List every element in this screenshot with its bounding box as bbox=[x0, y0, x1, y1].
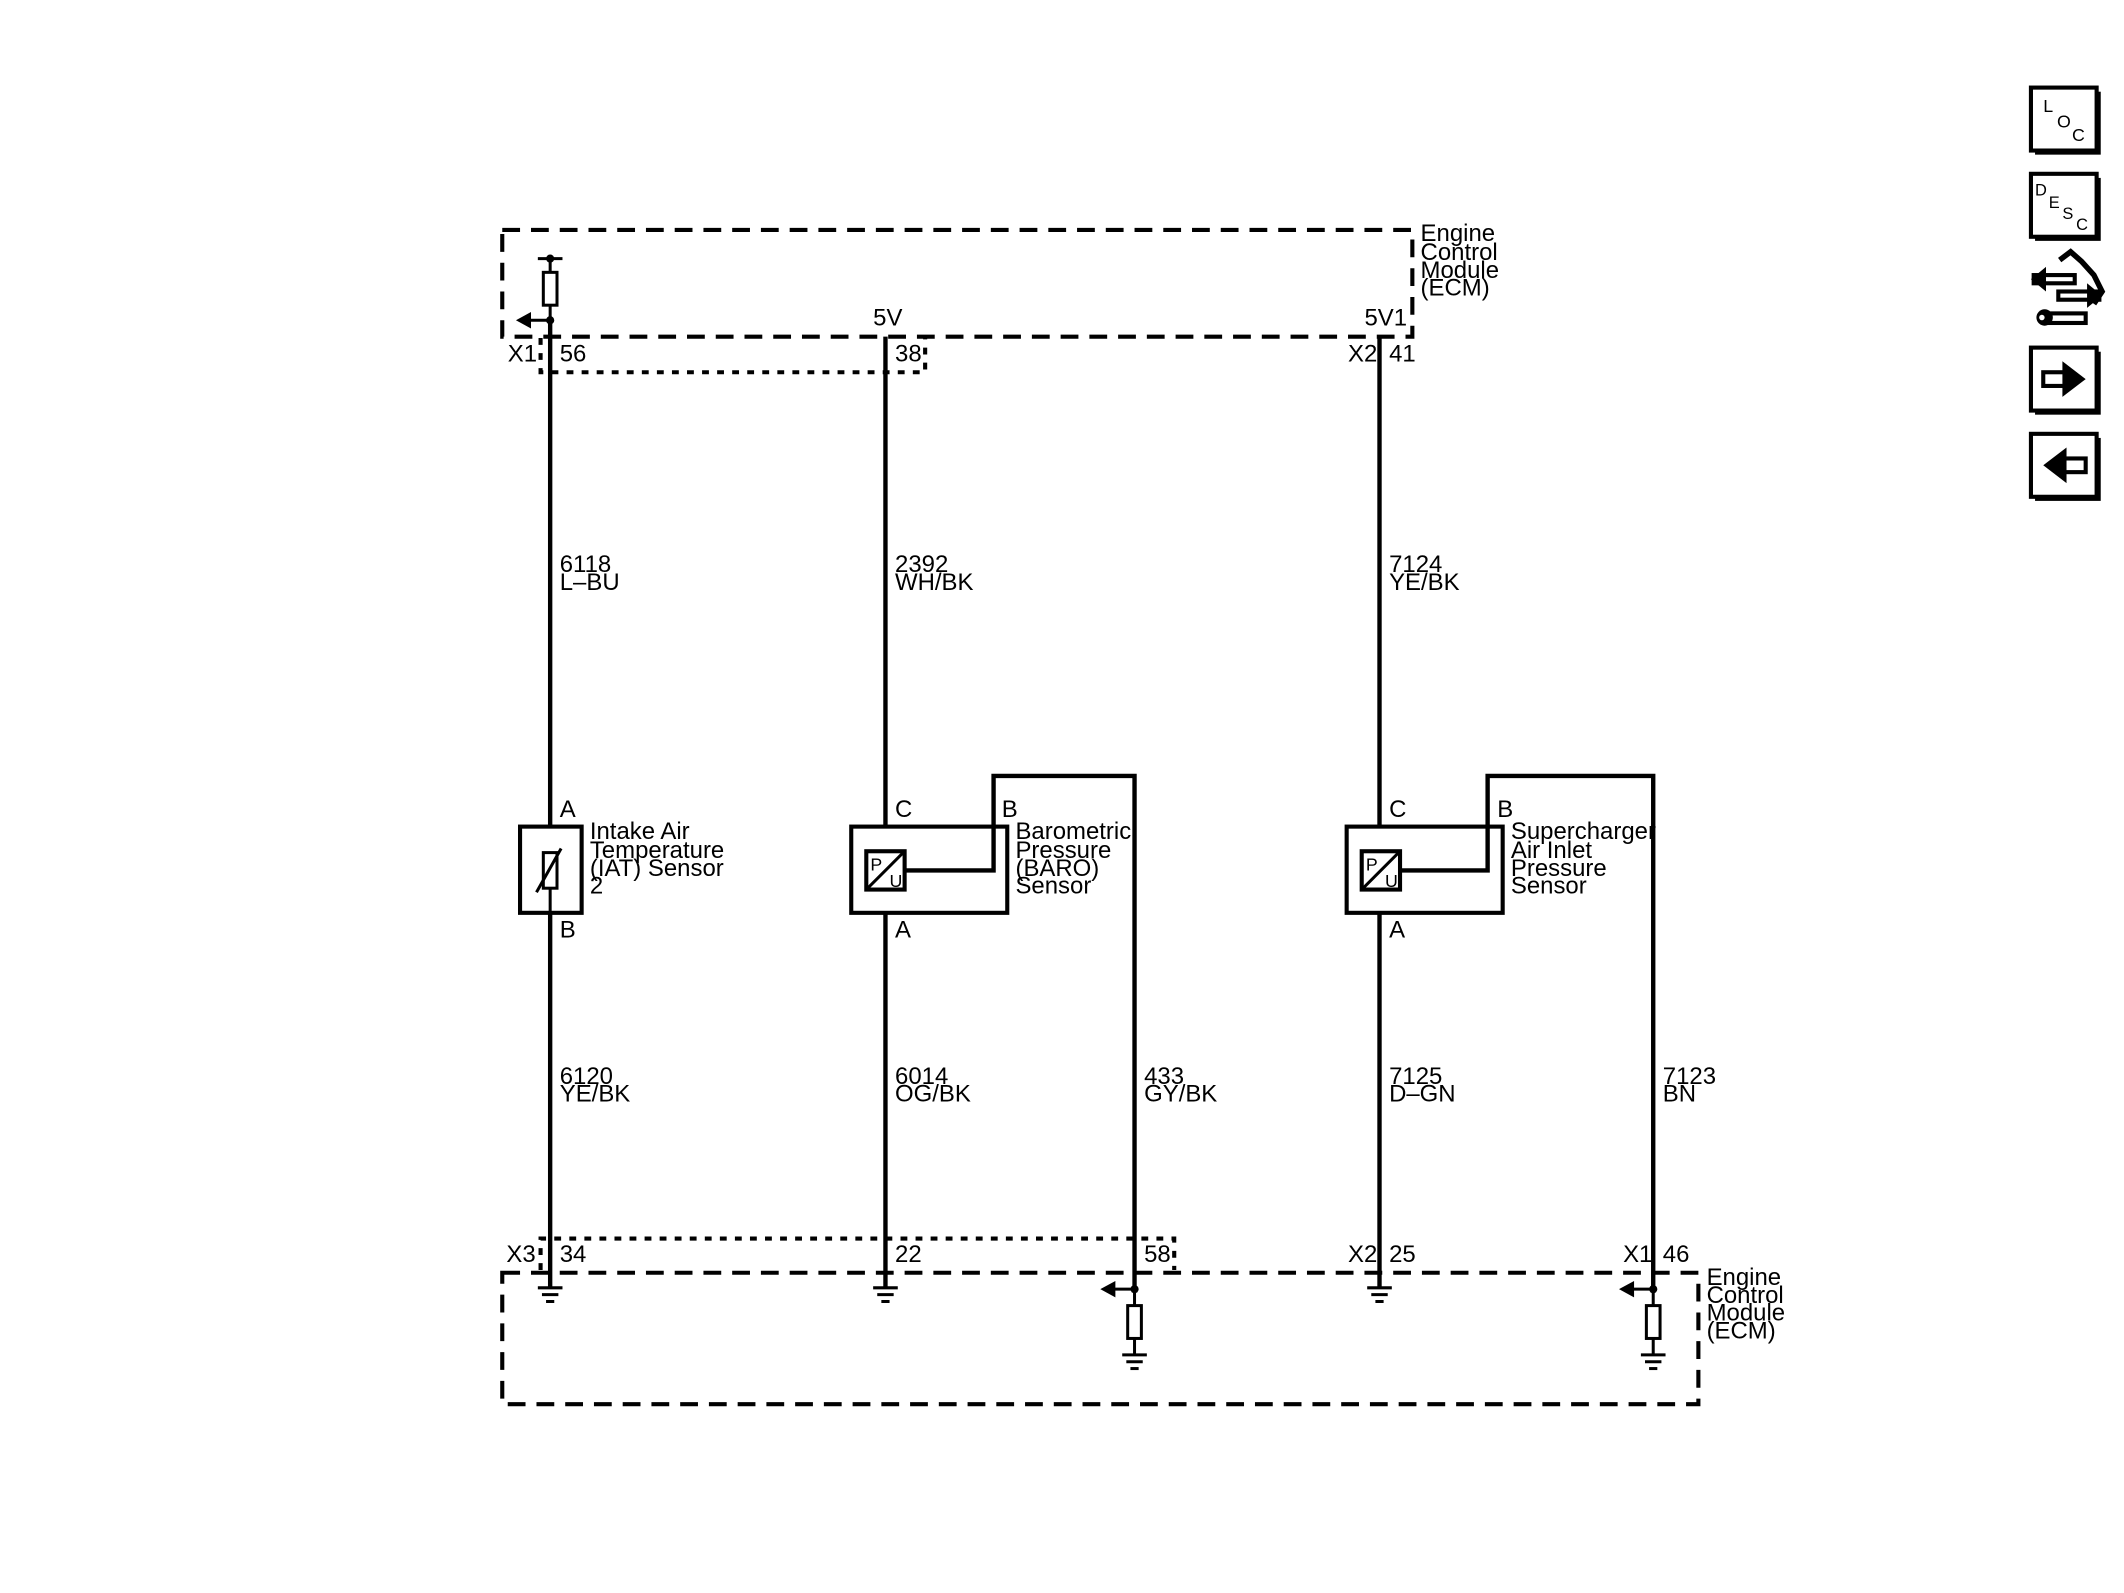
top-pin-41: 41 bbox=[1389, 340, 1416, 367]
wire-433-color: GY/BK bbox=[1144, 1081, 1217, 1108]
desc-button[interactable]: D E S C bbox=[2028, 171, 2101, 241]
arrow-right-icon bbox=[2041, 361, 2086, 397]
baro-pin-c: C bbox=[895, 796, 912, 823]
ground-symbol-22 bbox=[873, 1286, 898, 1304]
wire-7123-color: BN bbox=[1663, 1081, 1696, 1108]
bottom-pin-58: 58 bbox=[1144, 1241, 1171, 1268]
baro-label-4: Sensor bbox=[1015, 873, 1091, 900]
wire-6118-circuit: 6118 bbox=[560, 551, 611, 578]
baro-label-3: (BARO) bbox=[1015, 855, 1099, 882]
baro-label-2: Pressure bbox=[1015, 837, 1111, 864]
ground-symbol-25 bbox=[1367, 1286, 1392, 1304]
iat-sensor: A Intake Air Temperature (IAT) Sensor 2 … bbox=[517, 796, 724, 943]
ecm-bottom-label-1: Engine bbox=[1707, 1264, 1782, 1291]
next-button[interactable] bbox=[2028, 345, 2101, 415]
ecm-bottom-label-2: Control bbox=[1707, 1282, 1784, 1309]
ecm-pulldown-resistor-58 bbox=[1100, 1280, 1147, 1371]
wire-7124-circuit: 7124 bbox=[1389, 551, 1442, 578]
wire-2392-circuit: 2392 bbox=[895, 551, 948, 578]
sc-label-3: Pressure bbox=[1511, 855, 1607, 882]
wire-6120-color: YE/BK bbox=[560, 1081, 631, 1108]
connector-wrench-icon[interactable] bbox=[2030, 248, 2106, 326]
iat-label-1: Intake Air bbox=[590, 818, 690, 845]
sc-pin-a: A bbox=[1389, 916, 1405, 943]
baro-sensor: C B P U Barometric Pressure (BARO) Senso… bbox=[849, 773, 1137, 1287]
sc-label-2: Air Inlet bbox=[1511, 837, 1593, 864]
iat-pin-b: B bbox=[560, 916, 576, 943]
ecm-top-label-1: Engine bbox=[1421, 220, 1496, 247]
top-pin-56: 56 bbox=[560, 340, 587, 367]
desc-letter-d: D bbox=[2035, 182, 2047, 200]
desc-letter-c: C bbox=[2076, 216, 2088, 234]
ecm-bottom-module: Engine Control Module (ECM) bbox=[500, 1264, 1786, 1407]
wire-6120-circuit: 6120 bbox=[560, 1063, 613, 1090]
ecm-top-label-2: Control bbox=[1421, 239, 1498, 266]
ecm-top-label-4: (ECM) bbox=[1421, 275, 1490, 302]
baro-symbol-u: U bbox=[890, 871, 903, 891]
iat-label-4: 2 bbox=[590, 873, 603, 900]
sc-label-1: Supercharger bbox=[1511, 818, 1656, 845]
baro-pin-b: B bbox=[1002, 796, 1018, 823]
sc-pin-b: B bbox=[1497, 796, 1513, 823]
ground-symbol-34 bbox=[537, 1286, 563, 1304]
wire-6014-color: OG/BK bbox=[895, 1081, 971, 1108]
baro-symbol-p: P bbox=[870, 854, 882, 874]
wire-433-circuit: 433 bbox=[1144, 1063, 1184, 1090]
bottom-conn-x3: X3 bbox=[506, 1241, 535, 1268]
top-connector-outline bbox=[538, 338, 928, 375]
desc-letter-e: E bbox=[2049, 194, 2060, 212]
baro-pin-a: A bbox=[895, 916, 911, 943]
supercharger-pressure-sensor: C B P U Supercharger Air Inlet Pressure … bbox=[1344, 773, 1656, 1290]
loc-letter-l: L bbox=[2043, 96, 2053, 116]
loc-letter-c: C bbox=[2072, 125, 2085, 145]
top-conn-x2: X2 bbox=[1348, 340, 1377, 367]
top-pin-38: 38 bbox=[895, 340, 922, 367]
prev-button[interactable] bbox=[2028, 431, 2101, 501]
ecm-pulldown-resistor-46 bbox=[1619, 1280, 1666, 1371]
bottom-pin-34: 34 bbox=[560, 1241, 587, 1268]
baro-label-1: Barometric bbox=[1015, 818, 1131, 845]
bottom-conn-x1: X1 bbox=[1623, 1241, 1652, 1268]
sc-symbol-p: P bbox=[1366, 854, 1378, 874]
iat-label-2: Temperature bbox=[590, 837, 724, 864]
wire-7124-color: YE/BK bbox=[1389, 569, 1460, 596]
wire-7125-color: D–GN bbox=[1389, 1081, 1456, 1108]
ecm-bottom-label-3: Module bbox=[1707, 1300, 1786, 1327]
loc-letter-o: O bbox=[2057, 111, 2071, 131]
bottom-pin-25: 25 bbox=[1389, 1241, 1416, 1268]
top-conn-x1: X1 bbox=[508, 340, 537, 367]
sc-symbol-u: U bbox=[1385, 871, 1398, 891]
loc-button[interactable]: L O C bbox=[2028, 85, 2101, 155]
wire-7123-circuit: 7123 bbox=[1663, 1063, 1716, 1090]
ecm-bottom-label-4: (ECM) bbox=[1707, 1317, 1776, 1344]
desc-letter-s: S bbox=[2062, 205, 2073, 223]
bottom-connector-outline bbox=[538, 1236, 1177, 1271]
bottom-pin-46: 46 bbox=[1663, 1241, 1690, 1268]
iat-pin-a: A bbox=[560, 796, 576, 823]
wire-6118-color: L–BU bbox=[560, 569, 620, 596]
sc-label-4: Sensor bbox=[1511, 873, 1587, 900]
bottom-pin-22: 22 bbox=[895, 1241, 922, 1268]
ecm-top-5v-label: 5V bbox=[873, 305, 902, 332]
wire-6014-circuit: 6014 bbox=[895, 1063, 948, 1090]
ecm-top-5v1-label: 5V1 bbox=[1364, 305, 1407, 332]
wire-2392-color: WH/BK bbox=[895, 569, 973, 596]
bottom-conn-x2: X2 bbox=[1348, 1241, 1377, 1268]
ecm-pullup-resistor bbox=[515, 254, 563, 329]
sc-pin-c: C bbox=[1389, 796, 1406, 823]
ecm-top-module: Engine Control Module (ECM) 5V 5V1 bbox=[500, 220, 1500, 339]
arrow-left-icon bbox=[2043, 447, 2088, 484]
ecm-top-label-3: Module bbox=[1421, 257, 1500, 284]
wire-7125-circuit: 7125 bbox=[1389, 1063, 1442, 1090]
iat-label-3: (IAT) Sensor bbox=[590, 855, 724, 882]
